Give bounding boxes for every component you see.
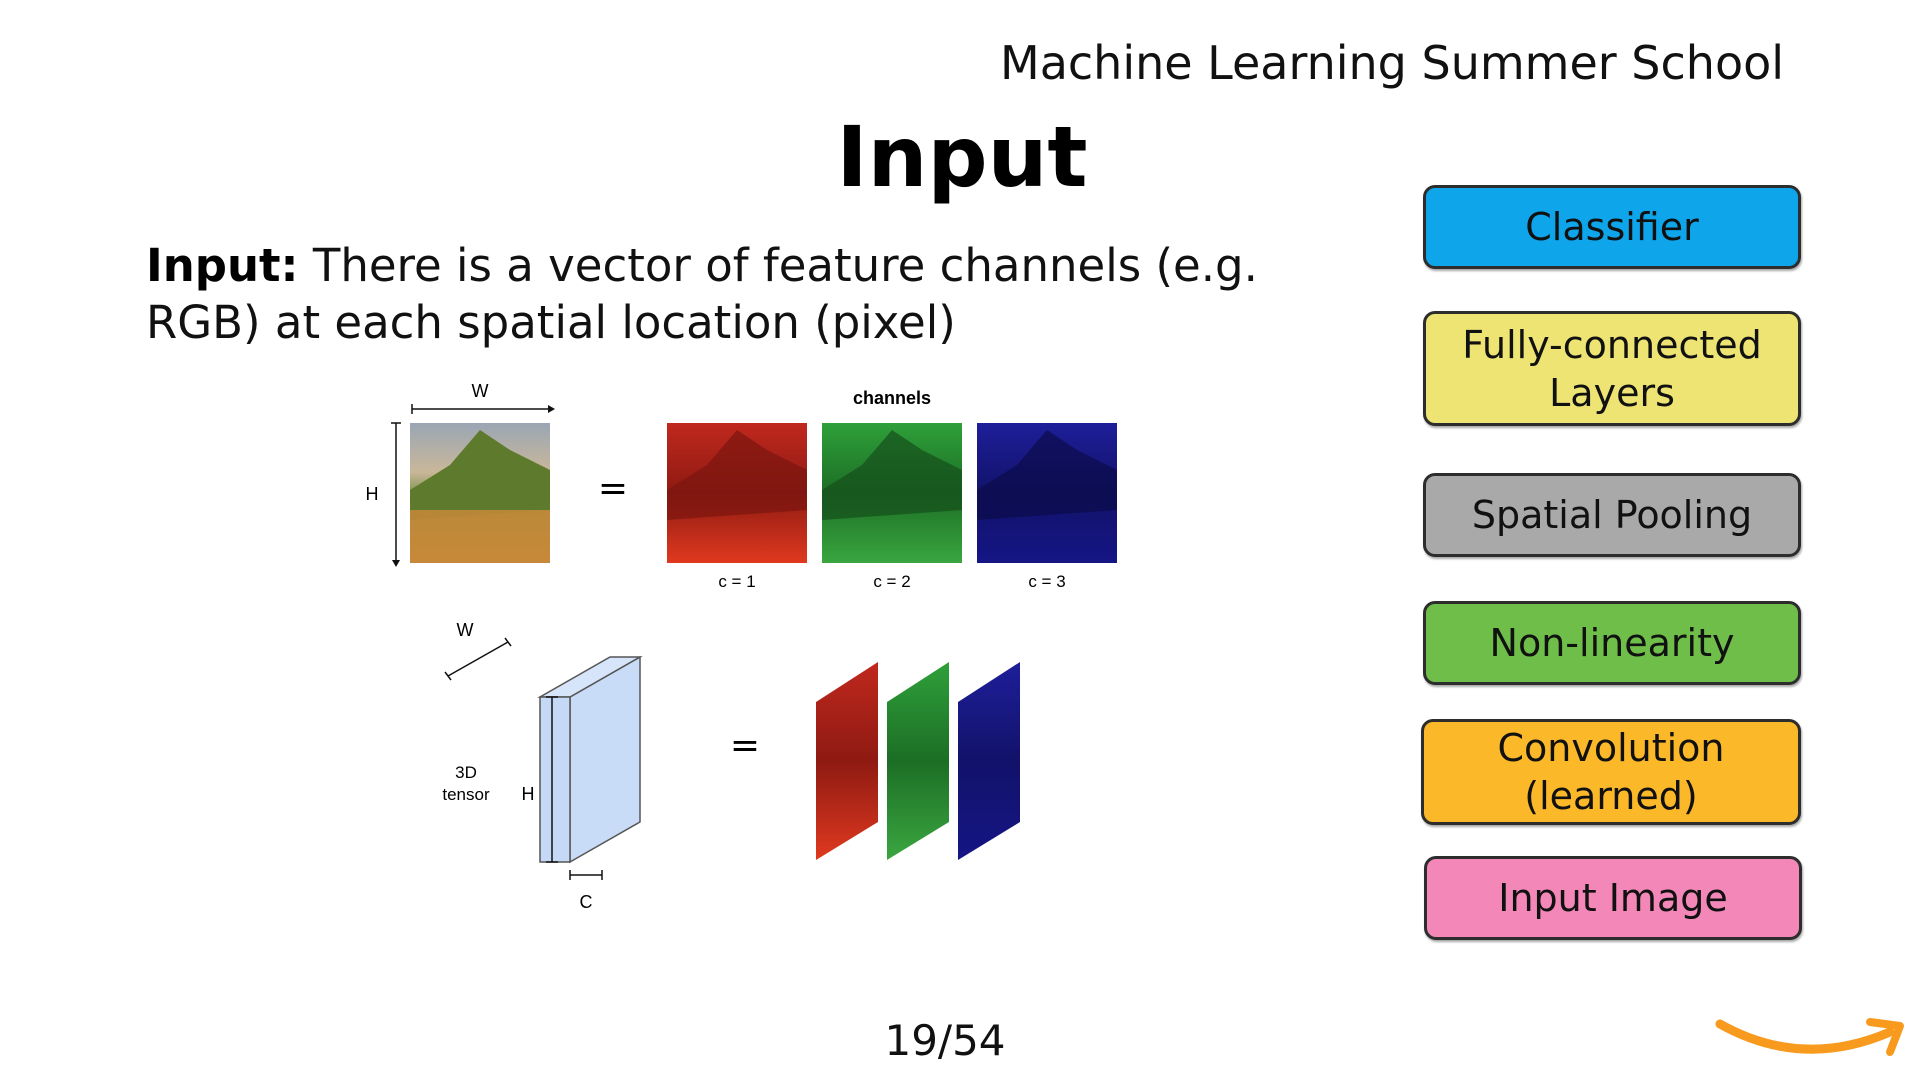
equals-sign-2: =	[730, 725, 760, 766]
w-label: W	[472, 381, 489, 401]
slice-blue	[958, 662, 1020, 860]
amazon-smile-icon	[1715, 1018, 1904, 1056]
stack-label-spatial-pooling: Spatial Pooling	[1471, 493, 1753, 537]
stack-box-convolution: Convolution (learned)	[1421, 719, 1801, 825]
stack-label-classifier: Classifier	[1525, 205, 1699, 249]
body-text: Input: There is a vector of feature chan…	[146, 237, 1266, 351]
stack-box-input-image: Input Image	[1424, 856, 1802, 940]
tensor-label-line2: tensor	[442, 785, 490, 804]
tensor-h-label: H	[522, 784, 535, 804]
channel-red-image	[667, 423, 807, 563]
equals-sign: =	[598, 468, 628, 509]
stack-label-convolution: Convolution (learned)	[1497, 726, 1725, 818]
header-title: Machine Learning Summer School	[1000, 36, 1785, 90]
channel-green-image	[822, 423, 962, 563]
channel-label-2: c = 2	[873, 572, 910, 591]
slice-red	[816, 662, 878, 860]
tensor-w-arrow	[447, 641, 509, 677]
body-line-1: There is a vector of feature channels (e…	[298, 239, 1258, 292]
tensor-w-label: W	[457, 620, 474, 640]
stack-box-spatial-pooling: Spatial Pooling	[1423, 473, 1801, 557]
channels-label: channels	[853, 388, 931, 408]
tensor-c-label: C	[580, 892, 593, 912]
landscape-image	[410, 423, 550, 563]
channel-blue-image	[977, 423, 1117, 563]
stack-label-non-linearity: Non-linearity	[1489, 621, 1735, 665]
stack-box-classifier: Classifier	[1423, 185, 1801, 269]
body-bold-label: Input:	[146, 239, 299, 292]
stack-box-non-linearity: Non-linearity	[1423, 601, 1801, 685]
slice-green	[887, 662, 949, 860]
tensor-label-line1: 3D	[455, 763, 477, 782]
tensor-box	[537, 655, 643, 864]
channel-label-3: c = 3	[1028, 572, 1065, 591]
body-line-2: RGB) at each spatial location (pixel)	[146, 296, 956, 349]
stack-box-fully-connected: Fully-connected Layers	[1423, 311, 1801, 426]
stack-label-fully-connected: Fully-connected Layers	[1462, 322, 1762, 415]
slide-title-text: Input	[836, 108, 1088, 206]
channel-label-1: c = 1	[718, 572, 755, 591]
h-label: H	[366, 484, 379, 504]
rgb-figure: W H = channels c = 1 c = 2 c = 3 W 3	[366, 381, 1117, 912]
page-number: 19/54	[884, 1016, 1006, 1065]
slide-title: Input	[0, 108, 1920, 206]
stack-label-input-image: Input Image	[1498, 876, 1728, 920]
